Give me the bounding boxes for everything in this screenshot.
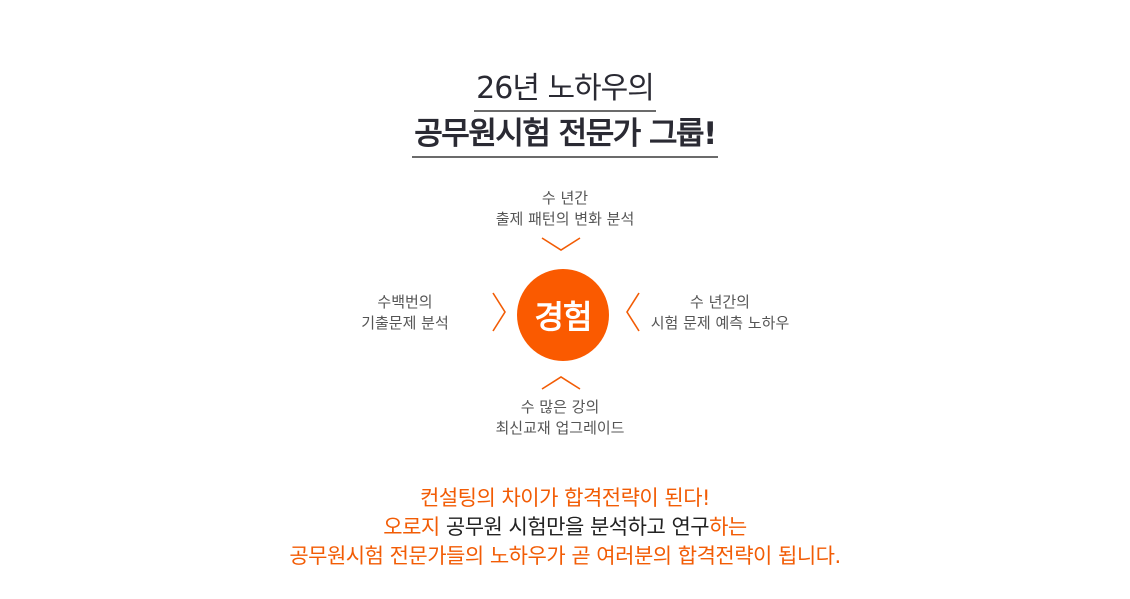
label-left-line1: 수백번의 (377, 293, 433, 311)
label-bottom-line2: 최신교재 업그레이드 (495, 419, 625, 437)
label-bottom-line1: 수 많은 강의 (520, 398, 600, 416)
footer-line-2-body: 공무원 시험만을 분석하고 연구 (439, 515, 710, 539)
footer-line-2-accent: 오로지 (383, 515, 440, 539)
label-top: 수 년간 출제 패턴의 변화 분석 (465, 188, 665, 230)
footer-line-3: 공무원시험 전문가들의 노하우가 곧 여러분의 합격전략이 됩니다. (289, 544, 841, 568)
heading-subtitle: 26년 노하우의 (474, 70, 656, 112)
label-right: 수 년간의 시험 문제 예측 노하우 (640, 292, 800, 334)
chevron-right-icon (492, 292, 506, 332)
footer-line-2-tail: 하는 (709, 515, 747, 539)
chevron-up-icon (541, 376, 581, 390)
label-top-line2: 출제 패턴의 변화 분석 (495, 210, 635, 228)
center-circle: 경험 (517, 269, 609, 361)
label-right-line1: 수 년간의 (690, 293, 750, 311)
label-bottom: 수 많은 강의 최신교재 업그레이드 (460, 397, 660, 439)
footer-line-2: 오로지 공무원 시험만을 분석하고 연구하는 (0, 513, 1130, 542)
label-left: 수백번의 기출문제 분석 (330, 292, 480, 334)
label-top-line1: 수 년간 (541, 189, 589, 207)
footer-text: 컨설팅의 차이가 합격전략이 된다! 오로지 공무원 시험만을 분석하고 연구하… (0, 484, 1130, 571)
heading: 26년 노하우의 공무원시험 전문가 그룹! (0, 70, 1130, 158)
chevron-left-icon (626, 292, 640, 332)
label-left-line2: 기출문제 분석 (361, 314, 449, 332)
label-right-line2: 시험 문제 예측 노하우 (650, 314, 790, 332)
footer-line-1: 컨설팅의 차이가 합격전략이 된다! (420, 486, 710, 510)
chevron-down-icon (541, 237, 581, 251)
heading-title: 공무원시험 전문가 그룹! (412, 114, 718, 158)
